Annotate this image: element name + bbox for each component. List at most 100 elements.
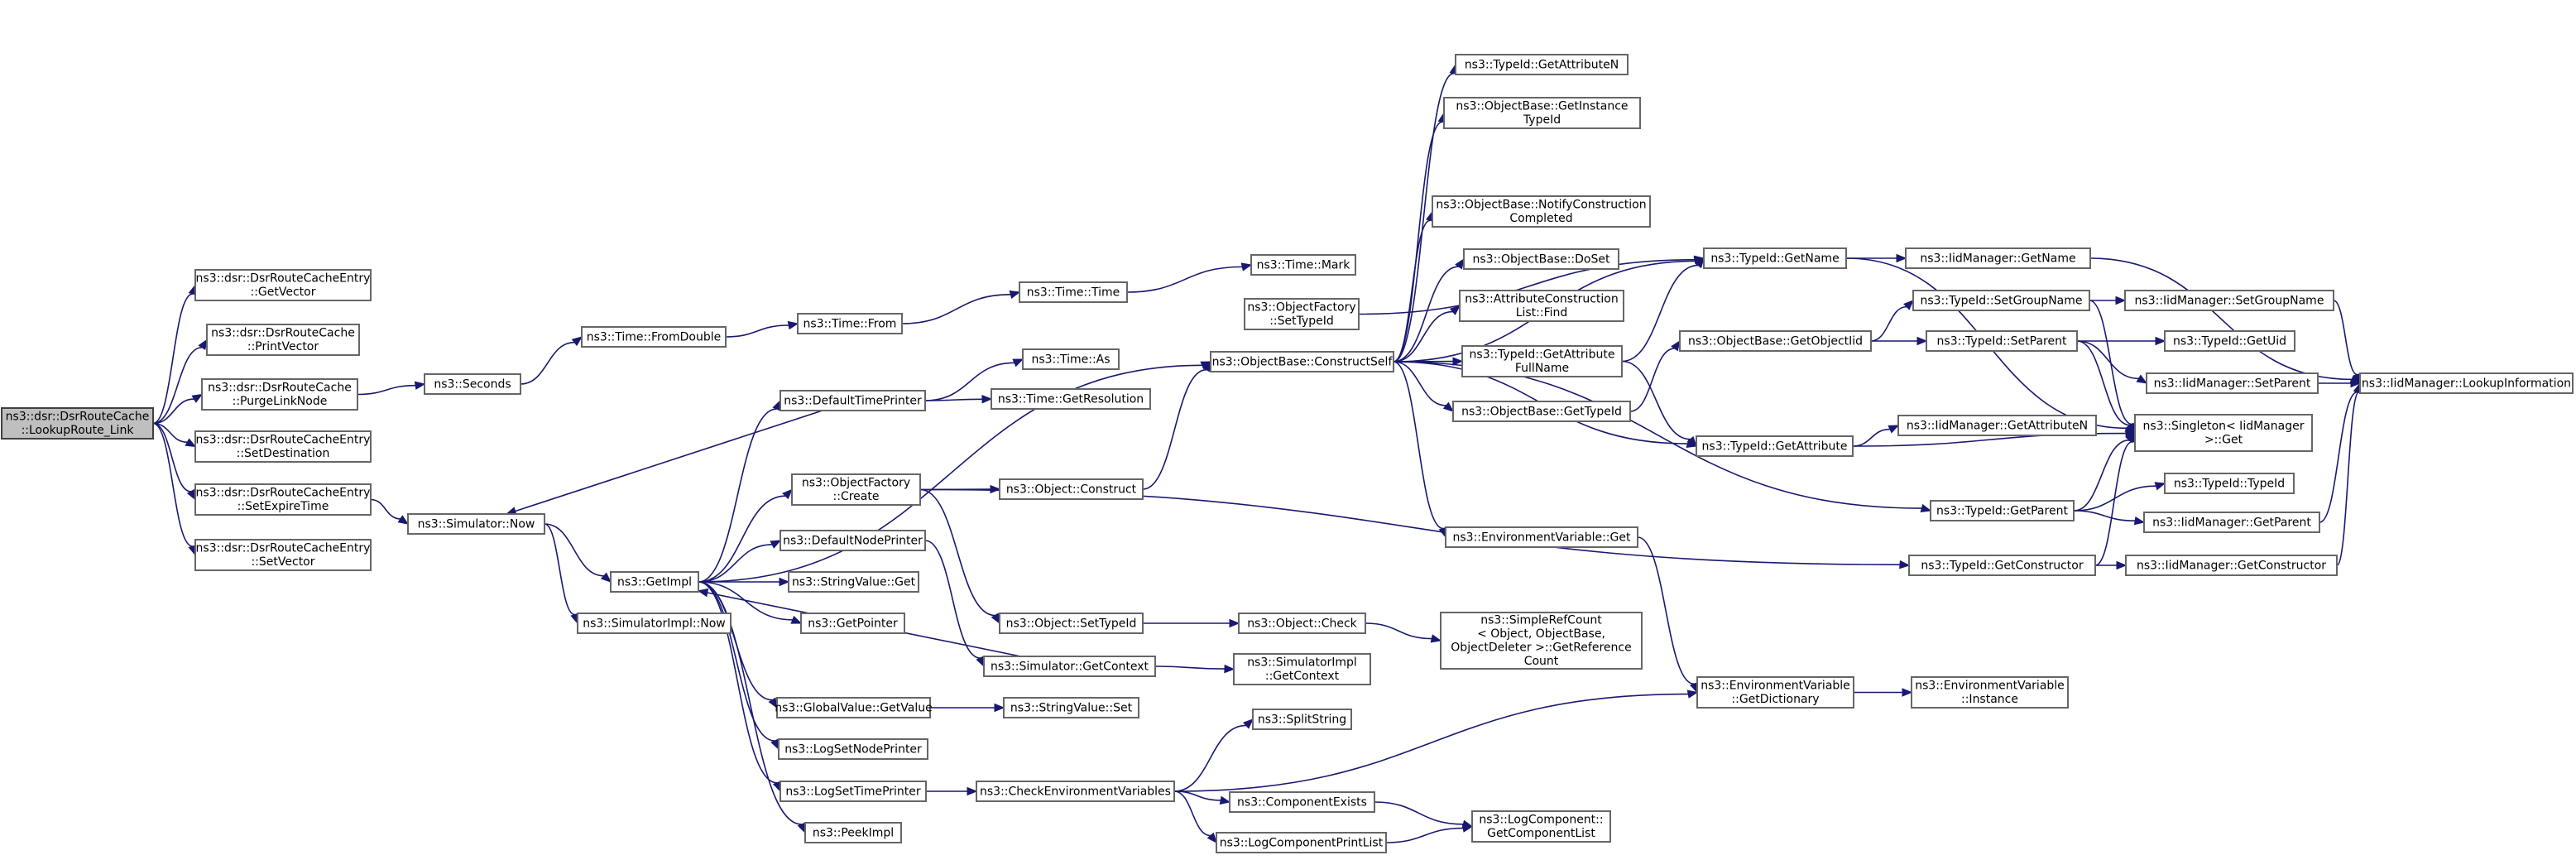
node-iidmgrgetattributen[interactable]: ns3::IidManager::GetAttributeN (1897, 415, 2097, 436)
node-simnow[interactable]: ns3::Simulator::Now (407, 513, 545, 535)
edge-arrowhead (1206, 832, 1217, 844)
node-setdestination[interactable]: ns3::dsr::DsrRouteCacheEntry::SetDestina… (194, 430, 372, 463)
edge-line (698, 581, 775, 742)
node-timemark[interactable]: ns3::Time::Mark (1250, 254, 1356, 276)
node-typeidgetuid[interactable]: ns3::TypeId::GetUid (2164, 330, 2295, 352)
node-timefrom[interactable]: ns3::Time::From (797, 313, 903, 334)
edge-line (1870, 305, 1907, 342)
node-label: ns3::TypeId::GetAttributeN (1465, 58, 1619, 71)
node-getattributen[interactable]: ns3::TypeId::GetAttributeN (1455, 54, 1629, 75)
node-getimpl[interactable]: ns3::GetImpl (610, 571, 699, 593)
node-box (2146, 372, 2319, 394)
node-label: ::GetVector (251, 286, 316, 299)
node-purgelinknode[interactable]: ns3::dsr::DsrRouteCache::PurgeLinkNode (201, 378, 358, 411)
node-label: ns3::LogComponent:: (1479, 814, 1603, 827)
node-printvector[interactable]: ns3::dsr::DsrRouteCache::PrintVector (206, 324, 360, 356)
node-simgetcontext[interactable]: ns3::Simulator::GetContext (983, 656, 1156, 677)
node-label: ::GetDictionary (1731, 693, 1819, 706)
node-label: ns3::IidManager::GetAttributeN (1907, 419, 2088, 432)
edge-arrowhead (1920, 503, 1932, 512)
node-typeidtypeid[interactable]: ns3::TypeId::TypeId (2164, 473, 2295, 494)
node-simimplnow[interactable]: ns3::SimulatorImpl::Now (577, 613, 732, 634)
node-fromdouble[interactable]: ns3::Time::FromDouble (581, 326, 727, 348)
node-getobjectiid[interactable]: ns3::ObjectBase::GetObjectIid (1679, 330, 1872, 352)
node-typeidgetattribute[interactable]: ns3::TypeId::GetAttribute (1696, 435, 1854, 457)
node-notifyconstruction[interactable]: ns3::ObjectBase::NotifyConstructionCompl… (1432, 195, 1651, 228)
node-typeidsetgroupname[interactable]: ns3::TypeId::SetGroupName (1912, 290, 2090, 311)
node-label: ns3::LogSetTimePrinter (785, 785, 921, 798)
edge-root-to-printvector (152, 339, 208, 425)
edge-line (2333, 300, 2358, 376)
node-iidmgrgetname[interactable]: ns3::IidManager::GetName (1905, 247, 2091, 269)
node-getvector[interactable]: ns3::dsr::DsrRouteCacheEntry::GetVector (194, 269, 372, 301)
node-root[interactable]: ns3::dsr::DsrRouteCache::LookupRoute_Lin… (1, 407, 154, 440)
node-objfactorysettypeid[interactable]: ns3::ObjectFactory::SetTypeId (1244, 298, 1360, 330)
node-box (407, 513, 545, 535)
node-label: ns3::IidManager::GetName (1920, 252, 2075, 265)
node-iidmgrgetparent[interactable]: ns3::IidManager::GetParent (2143, 512, 2320, 533)
node-defaultnodeprinter[interactable]: ns3::DefaultNodePrinter (780, 530, 926, 551)
edge-objfactorycreate-to-objsettypeid (919, 488, 1000, 625)
node-setexpiretime[interactable]: ns3::dsr::DsrRouteCacheEntry::SetExpireT… (194, 483, 372, 516)
edge-arrowhead (770, 540, 782, 549)
node-simimplgetcontext[interactable]: ns3::SimulatorImpl::GetContext (1233, 653, 1371, 685)
node-iidmgrlookup[interactable]: ns3::IidManager::LookupInformation (2359, 372, 2574, 394)
node-defaulttimeprinter[interactable]: ns3::DefaultTimePrinter (780, 390, 926, 411)
node-setvector[interactable]: ns3::dsr::DsrRouteCacheEntry::SetVector (194, 539, 372, 571)
node-label: ns3::ObjectBase::ConstructSelf (1212, 355, 1394, 368)
node-box (1452, 401, 1631, 422)
edge-arrowhead (768, 697, 778, 709)
node-simplerefcount[interactable]: ns3::SimpleRefCount< Object, ObjectBase,… (1440, 612, 1643, 670)
node-typeidgetconstructor[interactable]: ns3::TypeId::GetConstructor (1908, 555, 2096, 576)
node-globalvalueget[interactable]: ns3::GlobalValue::GetValue (775, 697, 933, 718)
node-label: ns3::GetPointer (808, 617, 898, 630)
node-box (2124, 290, 2334, 311)
node-iidmgrsetparent[interactable]: ns3::IidManager::SetParent (2146, 372, 2319, 394)
node-doset[interactable]: ns3::ObjectBase::DoSet (1463, 248, 1619, 270)
node-logcompprintlist[interactable]: ns3::LogComponentPrintList (1216, 832, 1387, 853)
node-componentexists[interactable]: ns3::ComponentExists (1229, 791, 1375, 813)
node-timetime[interactable]: ns3::Time::Time (1019, 281, 1128, 303)
node-getpointer[interactable]: ns3::GetPointer (800, 613, 905, 634)
node-stringvalueset[interactable]: ns3::StringValue::Set (1003, 697, 1139, 718)
edge-layer (152, 63, 2363, 844)
node-envvargetdict[interactable]: ns3::EnvironmentVariable::GetDictionary (1696, 676, 1854, 709)
node-label: ns3::IidManager::GetParent (2152, 516, 2311, 529)
node-typeidgetparent[interactable]: ns3::TypeId::GetParent (1930, 500, 2075, 521)
edge-line (370, 498, 401, 520)
node-peekimpl[interactable]: ns3::PeekImpl (804, 822, 902, 843)
edge-line (152, 422, 193, 547)
node-constructself[interactable]: ns3::ObjectBase::ConstructSelf (1210, 351, 1394, 372)
node-objfactorycreate[interactable]: ns3::ObjectFactory::Create (791, 473, 921, 506)
node-objbasegettypeid[interactable]: ns3::ObjectBase::GetTypeId (1452, 401, 1631, 422)
node-seconds[interactable]: ns3::Seconds (424, 373, 521, 395)
node-getresolution[interactable]: ns3::Time::GetResolution (991, 388, 1151, 410)
edge-objsettypeid-to-objcheck (1143, 618, 1240, 628)
edge-arrowhead (414, 381, 426, 390)
node-objconstruct[interactable]: ns3::Object::Construct (999, 478, 1144, 500)
node-envvarinstance[interactable]: ns3::EnvironmentVariable::Instance (1911, 676, 2069, 709)
node-typeidsetparent[interactable]: ns3::TypeId::SetParent (1926, 330, 2078, 352)
edge-typeidsetgroupname-to-iidmgrsetgroupname (2089, 295, 2127, 305)
node-envvarget[interactable]: ns3::EnvironmentVariable::Get (1445, 526, 1638, 548)
node-checkenv[interactable]: ns3::CheckEnvironmentVariables (976, 781, 1175, 802)
node-typeidgetname[interactable]: ns3::TypeId::GetName (1703, 247, 1847, 269)
node-stringvalueget[interactable]: ns3::StringValue::Get (788, 571, 919, 593)
node-singletonget[interactable]: ns3::Singleton< IidManager>::Get (2134, 414, 2313, 452)
node-objcheck[interactable]: ns3::Object::Check (1238, 613, 1366, 634)
node-timeas[interactable]: ns3::Time::As (1022, 348, 1120, 370)
node-splitstring[interactable]: ns3::SplitString (1252, 709, 1352, 730)
node-label: < Object, ObjectBase, (1477, 627, 1605, 641)
node-logsetnodeprinter[interactable]: ns3::LogSetNodePrinter (778, 738, 928, 760)
node-logcompgetlist[interactable]: ns3::LogComponent::GetComponentList (1471, 810, 1611, 843)
node-iidmgrsetgroupname[interactable]: ns3::IidManager::SetGroupName (2124, 290, 2334, 311)
node-label: ns3::EnvironmentVariable (1701, 680, 1850, 693)
node-iidmgrgetconstructor[interactable]: ns3::IidManager::GetConstructor (2125, 555, 2338, 576)
node-objsettypeid[interactable]: ns3::Object::SetTypeId (999, 613, 1144, 634)
node-logsettimeprinter[interactable]: ns3::LogSetTimePrinter (780, 781, 927, 802)
node-label: ns3::TypeId::SetParent (1937, 334, 2067, 348)
node-label: ns3::Time::Mark (1257, 258, 1351, 271)
